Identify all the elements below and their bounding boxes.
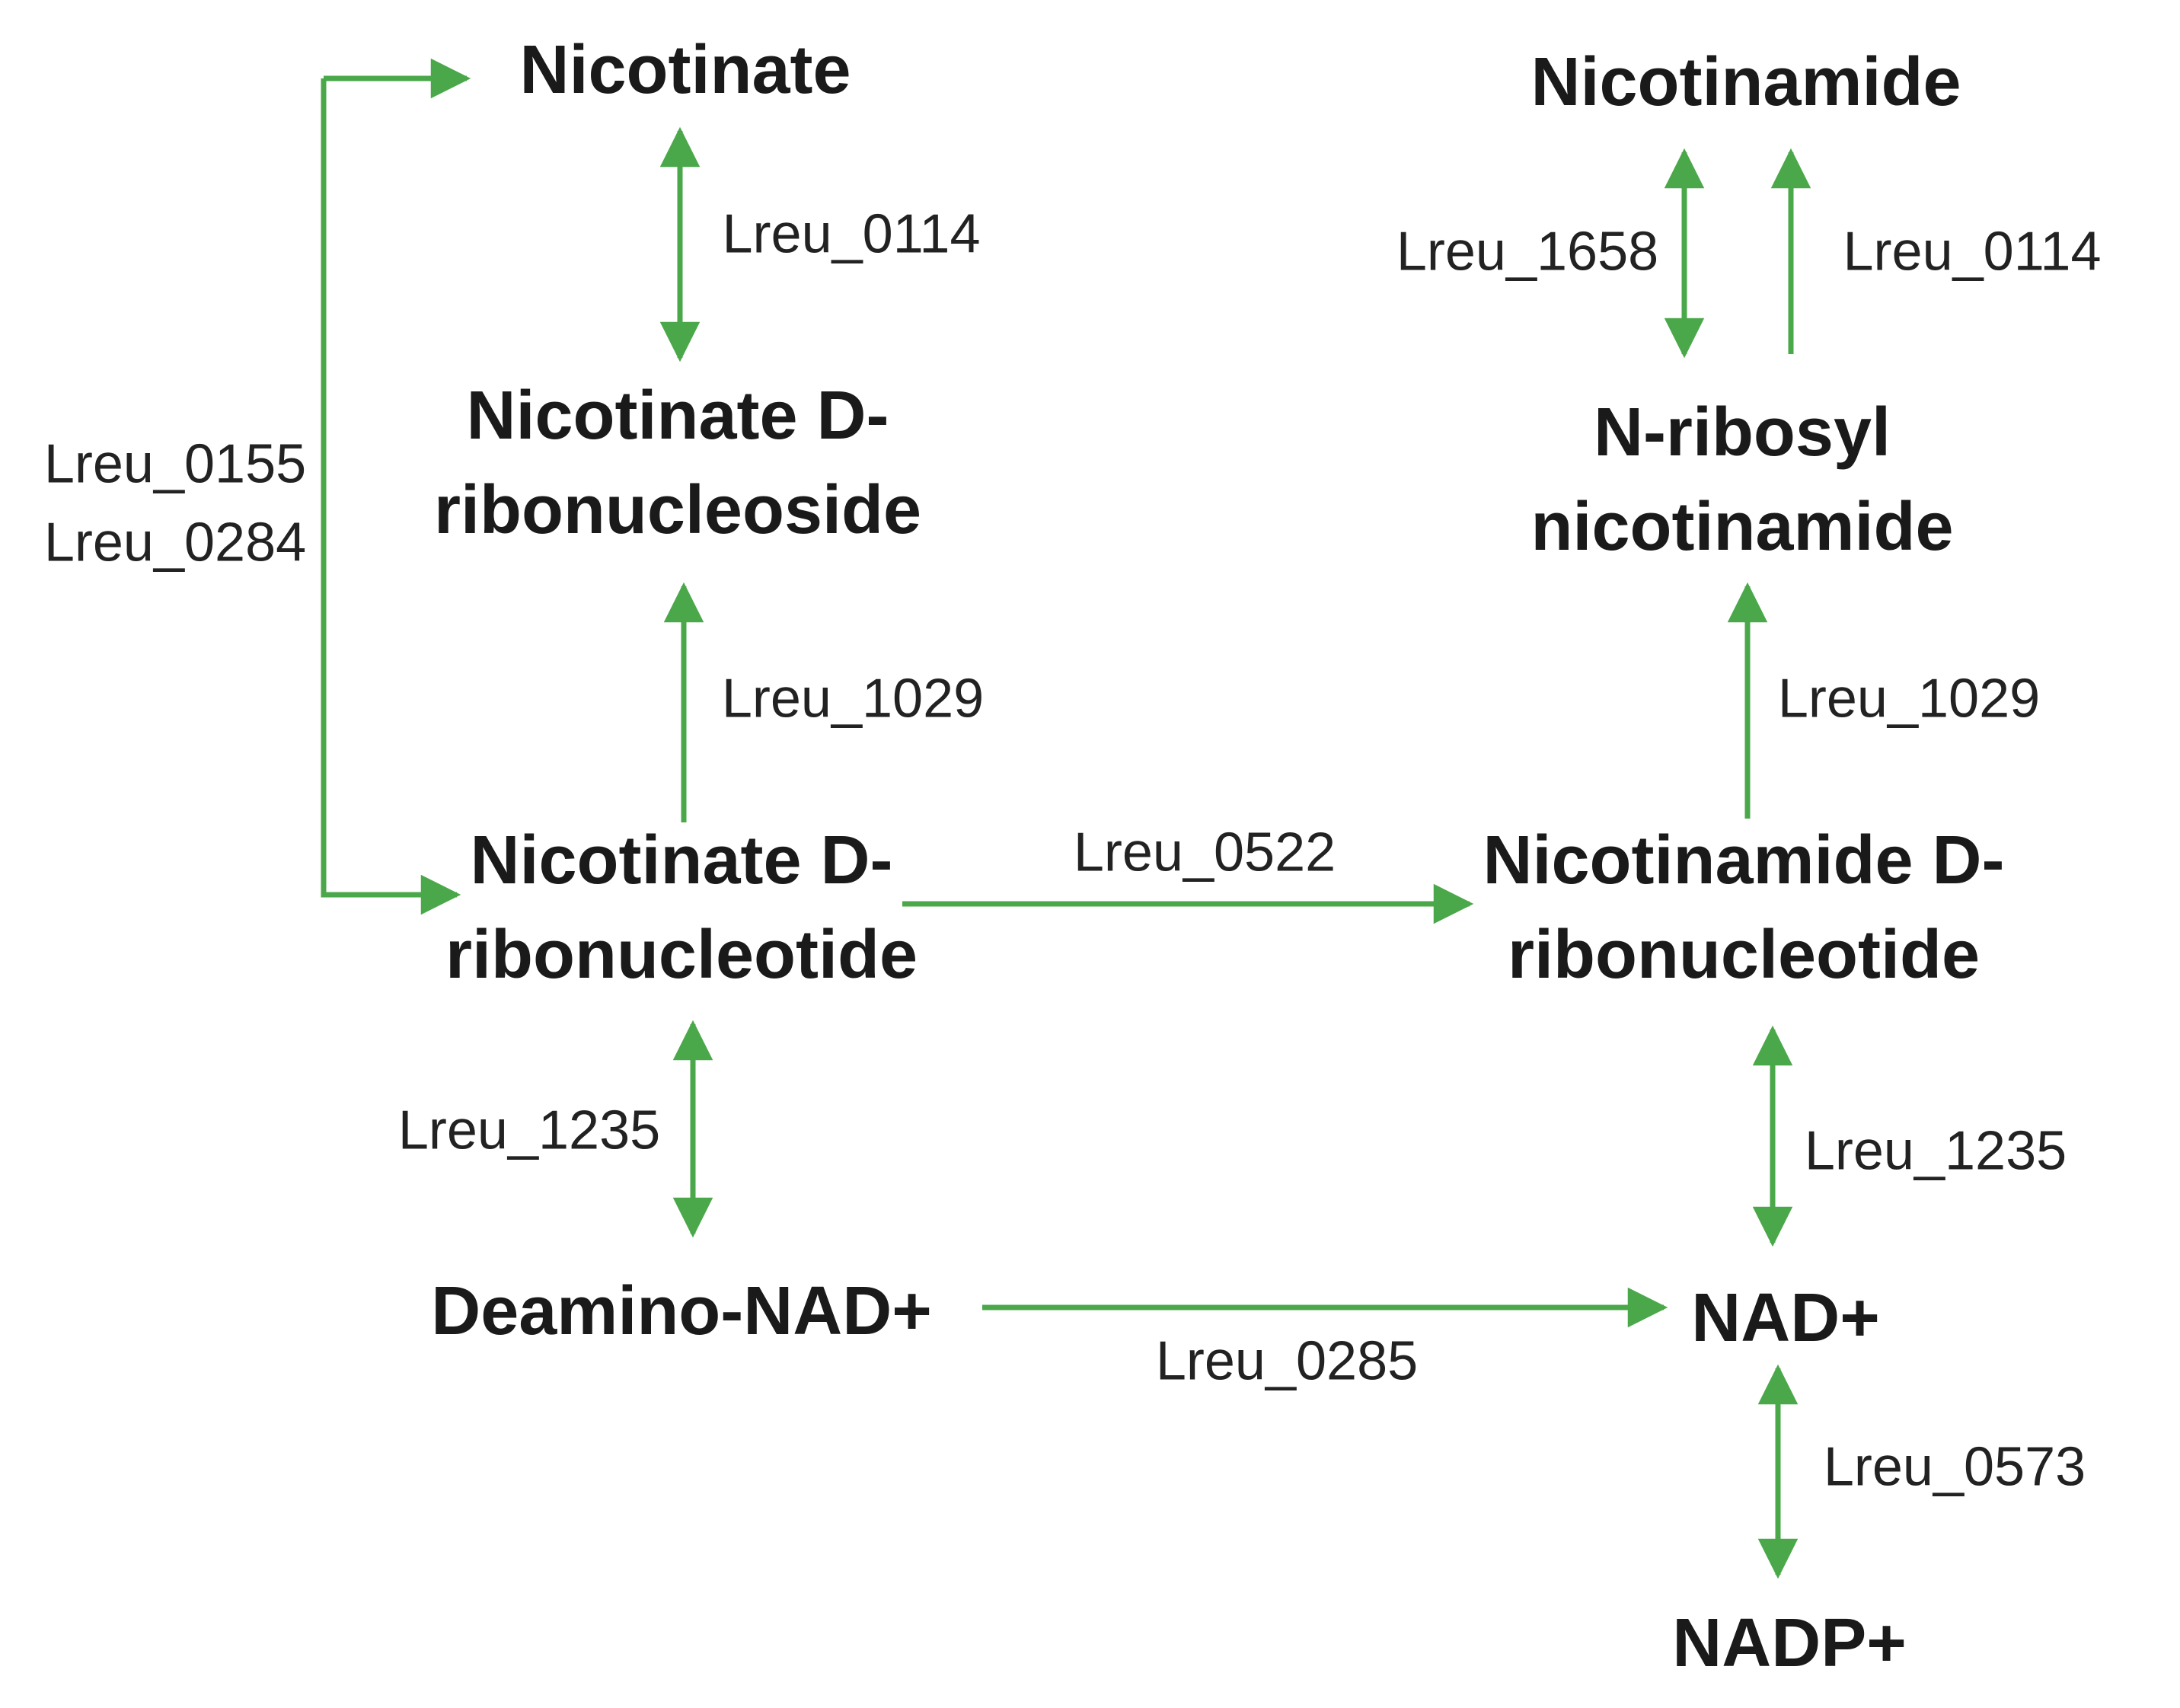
gene-label-lreu-0284: Lreu_0284: [43, 512, 307, 573]
metabolite-nadp: NADP+: [1672, 1596, 1907, 1690]
gene-label-lreu-1235-left: Lreu_1235: [397, 1100, 661, 1161]
metabolite-n-ribosyl-nicotinamide: N-ribosyl nicotinamide: [1530, 385, 1953, 574]
metabolite-nicotinamide: Nicotinamide: [1530, 35, 1961, 129]
metabolite-line: N-ribosyl: [1593, 394, 1891, 471]
gene-label-lreu-1029-left: Lreu_1029: [721, 668, 985, 729]
gene-label-lreu-0573: Lreu_0573: [1823, 1436, 2086, 1498]
gene-label-lreu-0285: Lreu_0285: [1155, 1330, 1419, 1392]
metabolite-line: Nicotinate: [519, 31, 851, 108]
metabolite-line: Nicotinate D-: [466, 377, 889, 454]
metabolite-line: ribonucleotide: [445, 917, 918, 993]
gene-label-lreu-1235-right: Lreu_1235: [1804, 1120, 2067, 1182]
metabolite-nicotinate: Nicotinate: [519, 23, 851, 117]
metabolite-nicotinate-d-ribonucleoside: Nicotinate D-ribonucleoside: [434, 369, 921, 557]
gene-label-lreu-0114-left: Lreu_0114: [722, 203, 981, 265]
gene-label-lreu-0522: Lreu_0522: [1073, 822, 1336, 883]
gene-label-lreu-1658: Lreu_1658: [1396, 221, 1659, 283]
gene-label-lreu-0114-right: Lreu_0114: [1843, 221, 2102, 283]
metabolite-line: ribonucleoside: [433, 472, 922, 548]
metabolite-line: nicotinamide: [1530, 489, 1954, 565]
metabolite-line: Nicotinate D-: [470, 822, 893, 899]
gene-label-lreu-0155: Lreu_0155: [43, 433, 307, 495]
gene-label-lreu-1029-right: Lreu_1029: [1777, 668, 2041, 729]
metabolite-line: Deamino-NAD+: [431, 1272, 932, 1349]
metabolite-nicotinamide-d-ribonucleotide: Nicotinamide D-ribonucleotide: [1483, 813, 2004, 1002]
metabolite-deamino-nad: Deamino-NAD+: [431, 1264, 932, 1358]
metabolite-line: Nicotinamide: [1530, 43, 1961, 120]
reaction-arrows: [321, 58, 1811, 1579]
metabolite-nicotinate-d-ribonucleotide: Nicotinate D-ribonucleotide: [445, 813, 918, 1002]
arrow-branch-to-nicotinate-d-ribonucleotide: [321, 78, 461, 915]
metabolite-nad: NAD+: [1691, 1271, 1880, 1365]
metabolite-line: ribonucleotide: [1507, 917, 1981, 993]
metabolite-line: Nicotinamide D-: [1483, 822, 2005, 899]
metabolite-line: NADP+: [1672, 1604, 1907, 1681]
metabolite-line: NAD+: [1691, 1279, 1880, 1356]
